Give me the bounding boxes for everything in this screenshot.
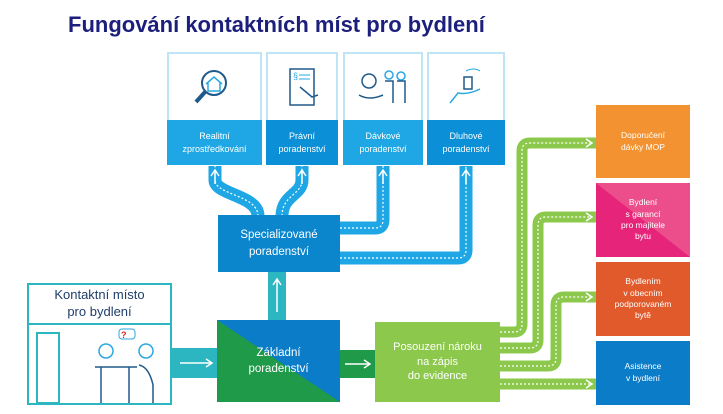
service-label: Dluhové poradenství: [427, 120, 505, 165]
pipe-mop: [500, 137, 596, 338]
coin-family-icon: [343, 52, 423, 120]
outcome-obecni-byt: Bydlením v obecním podporovaném bytě: [596, 262, 690, 336]
service-label: Dávkové poradenství: [343, 120, 423, 165]
office-scene-icon: ?: [36, 328, 154, 403]
svg-text:§: §: [293, 71, 298, 81]
service-label: Realitní zprostředkování: [167, 120, 262, 165]
contact-point: Kontaktní místo pro bydlení ?: [27, 283, 172, 405]
pipe-realitni: [208, 166, 265, 218]
outcome-asistence: Asistence v bydlení: [596, 341, 690, 405]
assessment-box: Posouzení nároku na zápis do evidence: [375, 322, 500, 402]
specialized-counseling-box: Specializované poradenství: [218, 215, 340, 272]
outcome-garance: Bydlení s garancí pro majitele bytu: [596, 183, 690, 257]
basic-counseling-box: Základní poradenství: [217, 320, 340, 402]
page-title: Fungování kontaktních míst pro bydlení: [68, 12, 485, 37]
document-hand-icon: §: [266, 52, 338, 120]
service-realitni: Realitní zprostředkování: [167, 52, 262, 165]
pipe-davkove: [340, 166, 390, 235]
house-magnifier-icon: [167, 52, 262, 120]
pipe-obecni: [500, 291, 596, 372]
service-davkove: Dávkové poradenství: [343, 52, 423, 165]
service-pravni: § Právní poradenství: [266, 52, 338, 165]
service-dluhove: Dluhové poradenství: [427, 52, 505, 165]
outcome-mop: Doporučení dávky MOP: [596, 105, 690, 178]
coins-hand-icon: [427, 52, 505, 120]
contact-point-label: Kontaktní místo pro bydlení: [29, 285, 170, 325]
pipe-dluhove: [340, 166, 473, 265]
svg-text:?: ?: [121, 330, 127, 340]
service-label: Právní poradenství: [266, 120, 338, 165]
